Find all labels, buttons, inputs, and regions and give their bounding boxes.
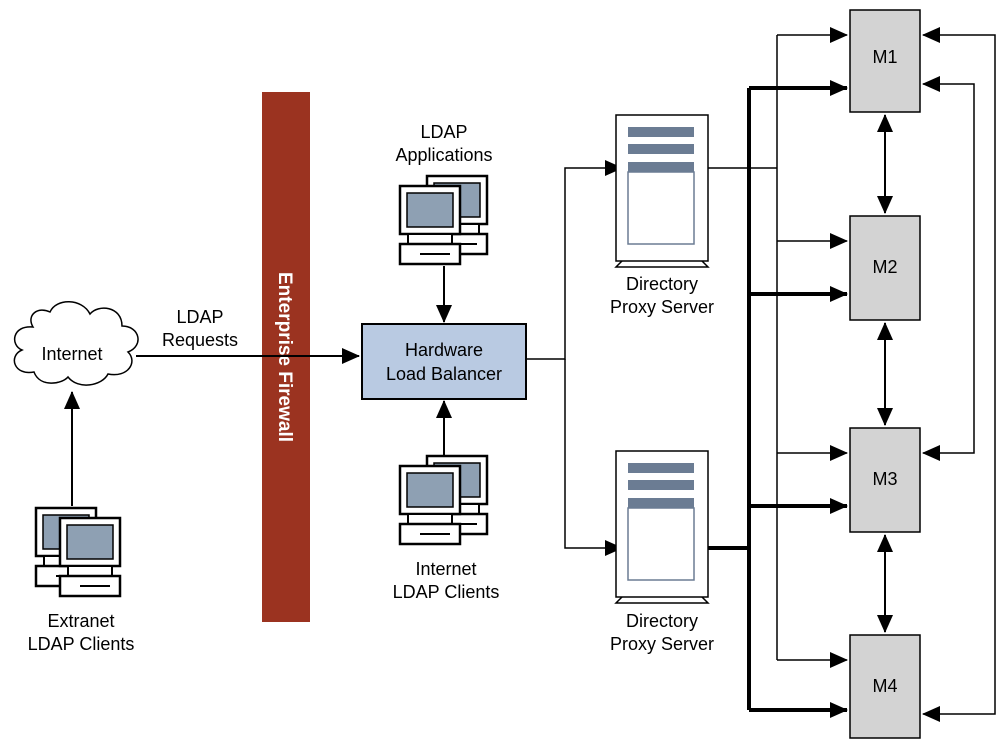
- extranet-clients-label-line1: Extranet: [47, 611, 114, 631]
- ldap-applications-label-line2: Applications: [395, 145, 492, 165]
- proxy-top-connections: [708, 27, 848, 668]
- extranet-clients-label-line2: LDAP Clients: [28, 634, 135, 654]
- directory-proxy-server-bottom-icon: [615, 450, 709, 604]
- proxy-bottom-connections: [708, 80, 848, 718]
- master-m4: [849, 634, 921, 739]
- load-balancer-label-line1: Hardware: [405, 340, 483, 360]
- ldap-requests-label-line1: LDAP: [176, 307, 223, 327]
- proxy-top-label-line1: Directory: [626, 274, 698, 294]
- master-outer-links: [922, 27, 996, 722]
- internet-clients-label-line2: LDAP Clients: [393, 582, 500, 602]
- internet-cloud: [13, 301, 139, 386]
- internet-clients-icon: [398, 454, 489, 546]
- master-m2: [849, 215, 921, 321]
- master-m1: [849, 9, 921, 113]
- master-m1-label: M1: [872, 47, 897, 67]
- extranet-clients-icon: [34, 506, 122, 598]
- balancer-to-proxy-bottom-arrow: [564, 359, 623, 556]
- balancer-to-proxy-top-arrow: [526, 160, 623, 360]
- internet-label: Internet: [41, 344, 102, 364]
- master-m4-label: M4: [872, 676, 897, 696]
- ldap-applications-label-line1: LDAP: [420, 122, 467, 142]
- hardware-load-balancer: [361, 323, 527, 400]
- master-m2-label: M2: [872, 257, 897, 277]
- master-m3: [849, 427, 921, 533]
- internet-clients-label-line1: Internet: [415, 559, 476, 579]
- proxy-bottom-label-line1: Directory: [626, 611, 698, 631]
- ldap-applications-icon: [398, 174, 489, 266]
- proxy-top-label-line2: Proxy Server: [610, 297, 714, 317]
- master-m3-label: M3: [872, 469, 897, 489]
- directory-proxy-server-top-icon: [615, 114, 709, 268]
- load-balancer-label-line2: Load Balancer: [386, 364, 502, 384]
- ldap-requests-label-line2: Requests: [162, 330, 238, 350]
- proxy-bottom-label-line2: Proxy Server: [610, 634, 714, 654]
